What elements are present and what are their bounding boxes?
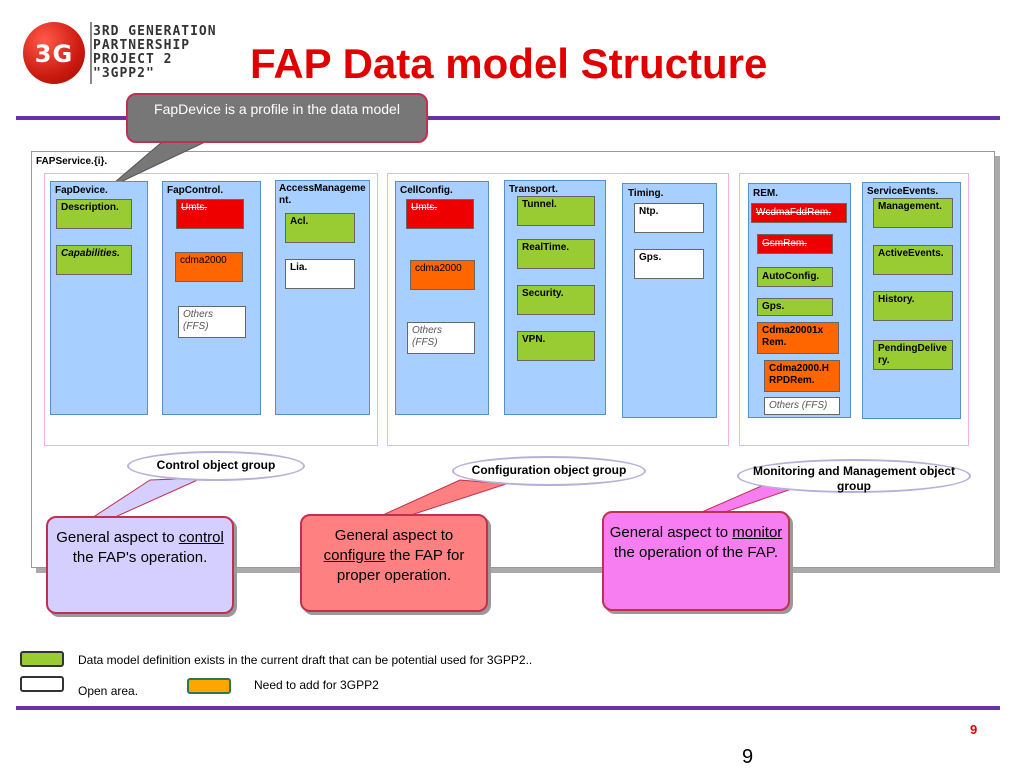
logo-line-3: PROJECT 2 xyxy=(93,52,173,67)
node-cdma2000hrpdrem: Cdma2000.HRPDRem. xyxy=(764,360,840,392)
node-acl: Acl. xyxy=(285,213,355,243)
legend-text-orange: Need to add for 3GPP2 xyxy=(254,678,379,692)
node-security: Security. xyxy=(517,285,595,315)
monitor-callout: General aspect to monitor the operation … xyxy=(602,511,790,611)
node-wcdmafddrem: WcdmaFddRem. xyxy=(751,203,847,223)
node-gps-rem: Gps. xyxy=(757,298,833,316)
node-ntp: Ntp. xyxy=(634,203,704,233)
legend-swatch-green xyxy=(20,651,64,667)
legend-text-white: Open area. xyxy=(78,684,139,698)
top-rule xyxy=(16,116,1000,120)
node-gsmrem: GsmRem. xyxy=(757,234,833,254)
logo-line-2: PARTNERSHIP xyxy=(93,38,191,53)
column-label-transport: Transport. xyxy=(509,184,558,195)
control-callout-key: control xyxy=(178,529,224,546)
node-tunnel: Tunnel. xyxy=(517,196,595,226)
node-activeevents: ActiveEvents. xyxy=(873,245,953,275)
control-group-label: Control object group xyxy=(127,451,305,481)
configure-callout: General aspect to configure the FAP for … xyxy=(300,514,488,612)
column-label-cellconfig: CellConfig. xyxy=(400,185,453,196)
node-vpn: VPN. xyxy=(517,331,595,361)
column-label-fapdevice: FapDevice. xyxy=(55,185,108,196)
monitor-callout-key: monitor xyxy=(732,524,783,541)
node-cdma20001xrem: Cdma20001x Rem. xyxy=(757,322,839,354)
node-umts-config: Umts. xyxy=(406,199,474,229)
control-callout-post: the FAP's operation. xyxy=(72,549,208,566)
node-realtime: RealTime. xyxy=(517,239,595,269)
logo-line-1: 3RD GENERATION xyxy=(93,24,217,39)
column-label-serviceevents: ServiceEvents. xyxy=(867,186,939,197)
column-label-accessmanagement: AccessManagement. xyxy=(279,183,366,206)
slide-number: 9 xyxy=(970,722,978,737)
legend-text-green: Data model definition exists in the curr… xyxy=(78,653,533,667)
configure-callout-key: configure xyxy=(323,547,386,564)
node-others-config: Others (FFS) xyxy=(407,322,475,354)
node-description: Description. xyxy=(56,199,132,229)
legend-swatch-orange xyxy=(187,678,231,694)
node-management: Management. xyxy=(873,198,953,228)
node-umts-control: Umts. xyxy=(176,199,244,229)
monitor-callout-pre: General aspect to xyxy=(609,524,733,541)
node-lia: Lia. xyxy=(285,259,355,289)
configure-callout-pre: General aspect to xyxy=(334,527,454,544)
node-history: History. xyxy=(873,291,953,321)
column-label-rem: REM. xyxy=(753,188,778,199)
logo-line-4: "3GPP2" xyxy=(93,66,155,81)
column-label-fapcontrol: FapControl. xyxy=(167,185,224,196)
configuration-group-label: Configuration object group xyxy=(452,456,646,486)
node-others-rem: Others (FFS) xyxy=(764,397,840,415)
logo-divider xyxy=(90,22,92,84)
node-autoconfig: AutoConfig. xyxy=(757,267,833,287)
control-callout-pre: General aspect to xyxy=(56,529,179,546)
legend-swatch-white xyxy=(20,676,64,692)
node-cdma2000-control: cdma2000 xyxy=(175,252,243,282)
top-callout: FapDevice is a profile in the data model xyxy=(126,93,428,143)
node-gps-timing: Gps. xyxy=(634,249,704,279)
control-callout: General aspect to control the FAP's oper… xyxy=(46,516,234,614)
monitoring-group-label: Monitoring and Management object group xyxy=(737,459,971,493)
node-cdma2000-config: cdma2000 xyxy=(410,260,475,290)
page-number: 9 xyxy=(742,746,754,768)
bottom-rule xyxy=(16,706,1000,710)
logo-badge xyxy=(23,22,85,84)
page-title: FAP Data model Structure xyxy=(250,40,768,87)
monitor-callout-post: the operation of the FAP. xyxy=(613,544,778,561)
node-others-control: Others (FFS) xyxy=(178,306,246,338)
logo-badge-text: 3G xyxy=(34,40,74,68)
column-label-timing: Timing. xyxy=(628,188,664,199)
node-capabilities: Capabilities. xyxy=(56,245,132,275)
node-pendingdelivery: PendingDelivery. xyxy=(873,340,953,370)
root-label: FAPService.{i}. xyxy=(36,156,108,167)
configure-callout-post: the FAP for proper operation. xyxy=(336,547,465,584)
